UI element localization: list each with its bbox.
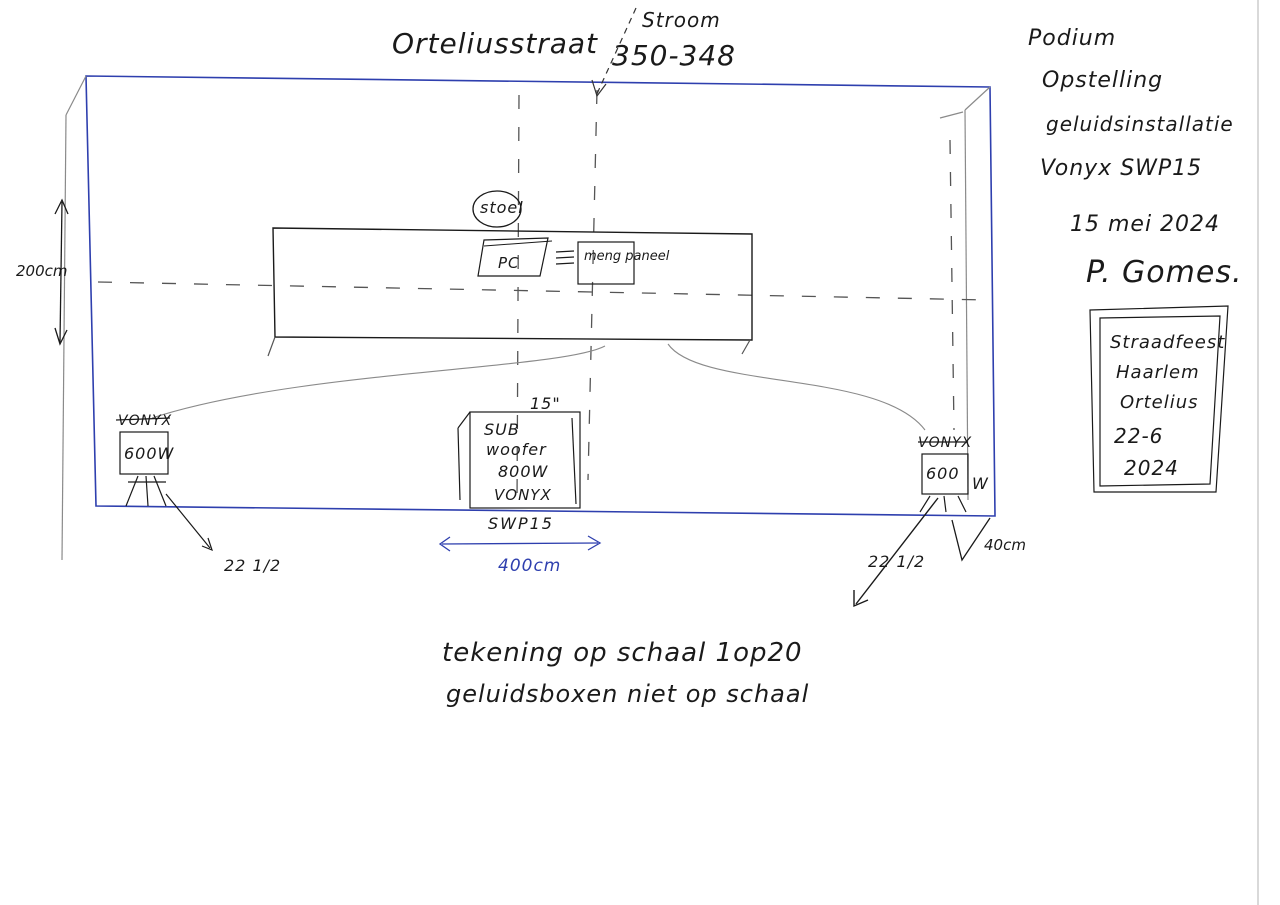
event-line-3: Ortelius [1120,392,1199,413]
speaker-right-power: 600 [926,464,960,483]
depth-arrow [54,198,69,346]
speaker-left-power: 600W [124,444,175,463]
offset-mark [951,517,991,562]
subwoofer-model: SWP15 [488,514,554,533]
signature: P. Gomes. [1086,255,1243,290]
event-line-1: Straadfeest [1110,332,1226,353]
event-line-5: 2024 [1124,456,1179,480]
speaker-cables [151,343,926,431]
note-not-to-scale: geluidsboxen niet op schaal [446,680,810,708]
title-date: 15 mei 2024 [1070,212,1221,237]
power-label: Stroom [642,8,721,32]
stage-table [272,227,753,341]
width-arrow [438,535,602,552]
mixer-box [577,241,635,285]
title-line-1: Podium [1028,26,1117,51]
offset-label: 40cm [984,536,1026,554]
pencil-perspective-lines [61,75,991,561]
subwoofer-box [457,411,581,509]
area-boundary [85,75,996,517]
angle-arrow-right [853,497,939,608]
subwoofer-line-2: woofer [486,440,547,459]
angle-arrow-left [165,493,213,552]
speaker-right-brand: VONYX [918,435,973,451]
speaker-left [115,417,171,507]
event-line-4: 22-6 [1114,424,1164,448]
speaker-left-brand: VONYX [118,413,173,429]
power-arrow [595,7,637,97]
angle-right: 22 1/2 [868,552,926,571]
depth-label: 200cm [16,262,68,280]
chair-label: stoel [480,198,524,217]
subwoofer-size: 15" [530,394,561,413]
power-value: 350-348 [612,39,736,72]
subwoofer-line-3: 800W [498,462,549,481]
title-line-2: Opstelling [1042,68,1164,93]
subwoofer-line-1: SUB [484,420,520,439]
speaker-right-unit: W [972,474,989,493]
note-scale: tekening op schaal 1op20 [442,638,803,668]
mixer-label: meng paneel [584,249,670,264]
width-label: 400cm [498,556,562,576]
title-line-3: geluidsinstallatie [1046,112,1234,136]
street-name: Orteliusstraat [392,27,599,60]
event-line-2: Haarlem [1116,362,1200,383]
center-lines [97,89,989,506]
title-line-4: Vonyx SWP15 [1040,156,1203,181]
subwoofer-line-4: VONYX [494,486,552,504]
speaker-right [918,441,969,513]
angle-left: 22 1/2 [224,556,282,575]
event-box [1089,305,1229,493]
pc-label: PC [498,254,520,272]
pc-box [477,237,549,277]
chair-oval [472,190,522,228]
